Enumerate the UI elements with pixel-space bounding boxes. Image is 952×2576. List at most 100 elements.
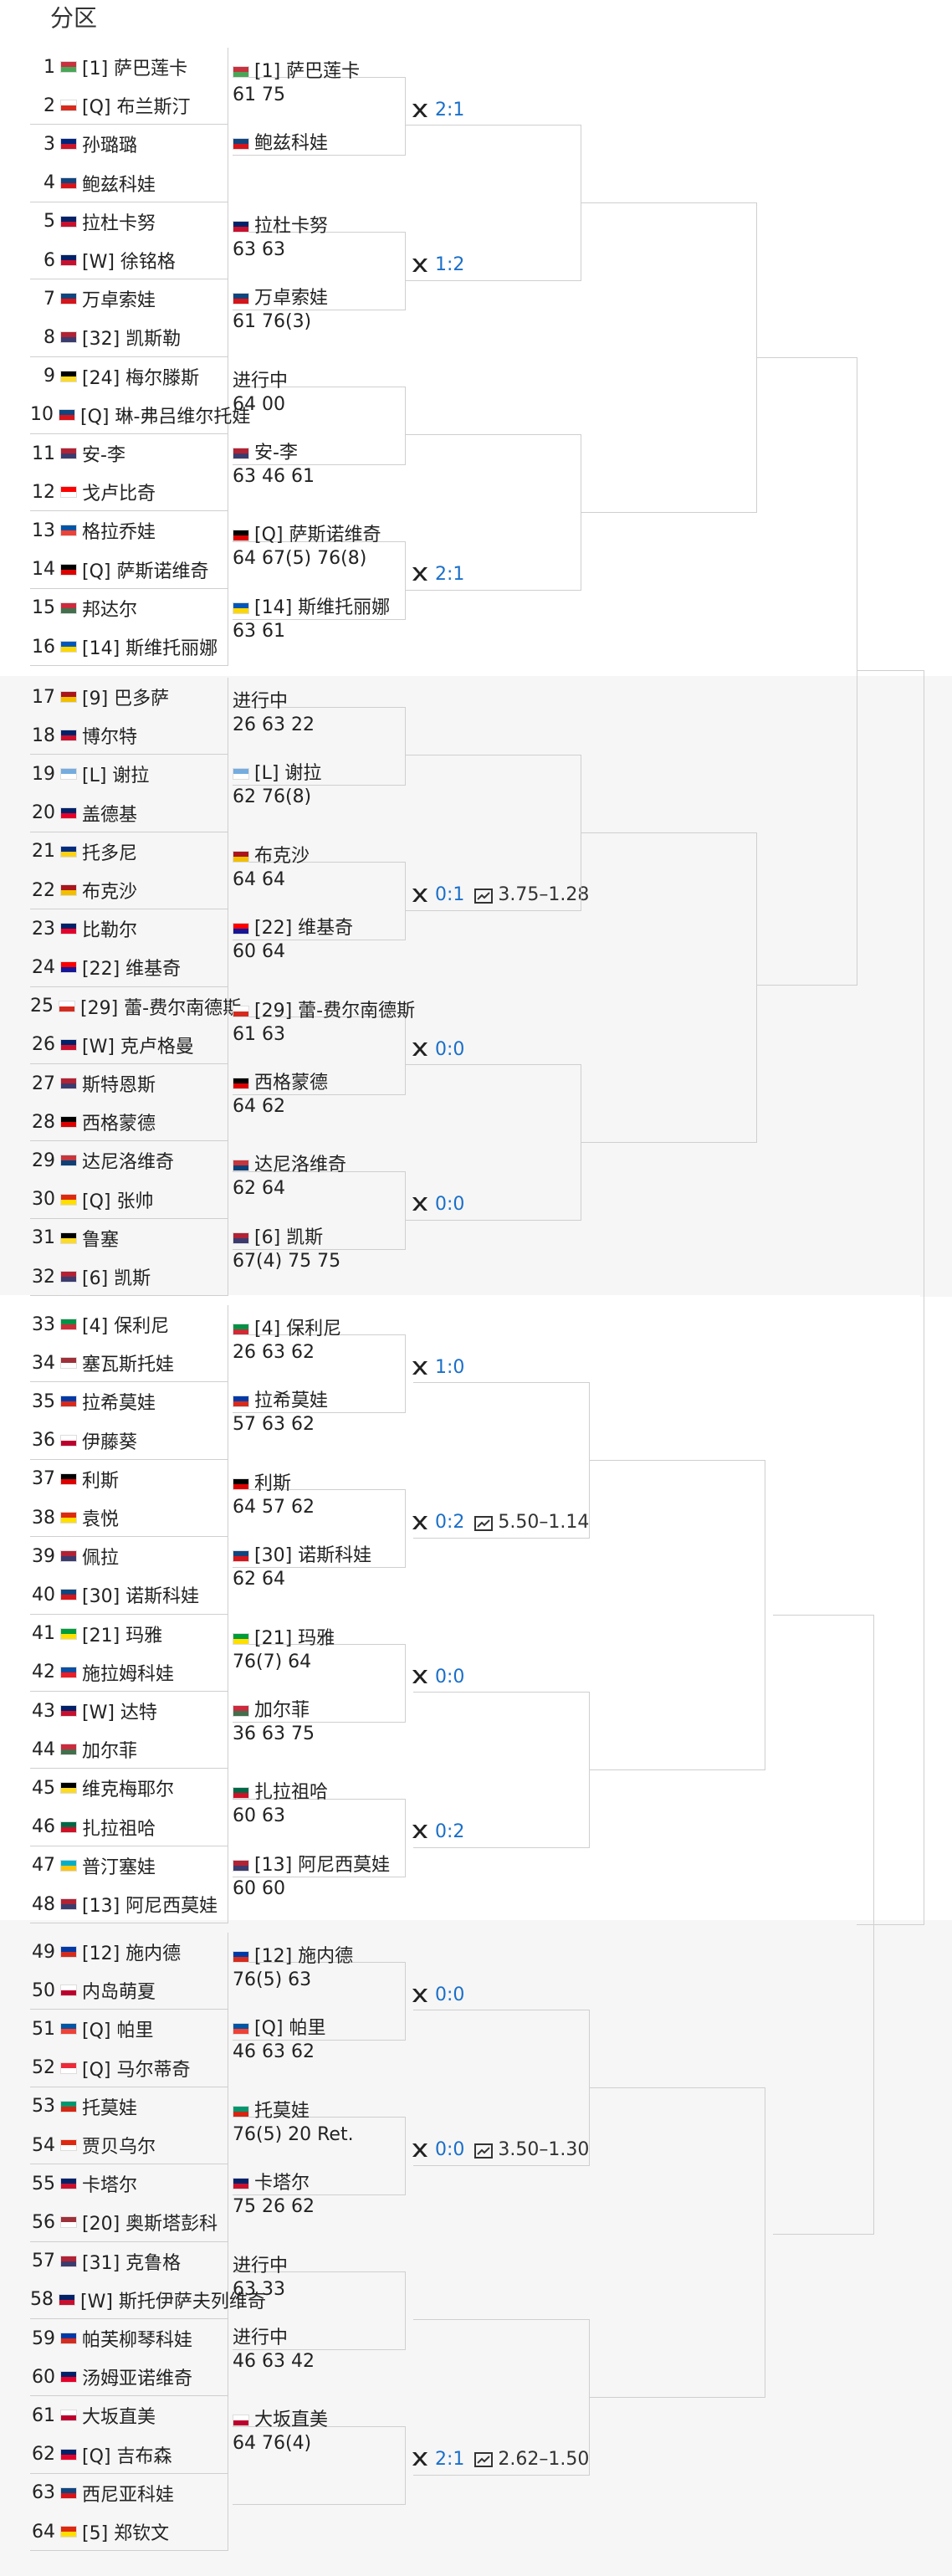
draw-row[interactable]: 33[4] 保利尼 — [30, 1305, 228, 1344]
h2h-link[interactable]: 1:0 — [410, 1357, 464, 1378]
draw-row[interactable]: 8[32] 凯斯勒 — [30, 318, 228, 356]
h2h-record[interactable]: 0:2 — [435, 1821, 465, 1842]
player-name[interactable]: [29] 蕾-费尔南德斯 — [254, 1000, 416, 1022]
draw-row[interactable]: 24[22] 维基奇 — [30, 948, 228, 986]
match-top-player[interactable]: [29] 蕾-费尔南德斯 — [233, 996, 415, 1022]
player-name[interactable]: 贾贝乌尔 — [82, 2137, 156, 2158]
match-bottom-player[interactable]: [22] 维基奇 — [233, 913, 353, 940]
player-name[interactable]: 进行中 — [233, 691, 289, 712]
player-name[interactable]: 袁悦 — [82, 1509, 120, 1530]
h2h-record[interactable]: 2:1 — [435, 100, 465, 121]
player-name[interactable]: 鲍兹科娃 — [254, 133, 329, 155]
draw-row[interactable]: 17[9] 巴多萨 — [30, 678, 228, 716]
player-name[interactable]: [12] 施内德 — [254, 1946, 354, 1967]
h2h-link[interactable]: 0:0 — [410, 1667, 464, 1687]
h2h-link[interactable]: 1:2 — [410, 254, 464, 275]
player-name[interactable]: 内岛萌夏 — [82, 1982, 156, 2004]
match-bottom-player[interactable]: [30] 诺斯科娃 — [233, 1540, 371, 1567]
match-top-player[interactable]: [1] 萨巴莲卡 — [233, 56, 360, 83]
match-bottom-player[interactable]: 万卓索娃 — [233, 283, 328, 310]
player-name[interactable]: [Q] 帕里 — [82, 2020, 154, 2042]
player-name[interactable]: [13] 阿尼西莫娃 — [82, 1896, 218, 1917]
match-top-player[interactable]: 拉杜卡努 — [233, 211, 328, 238]
player-name[interactable]: [32] 凯斯勒 — [82, 329, 182, 351]
player-name[interactable]: 鲍兹科娃 — [82, 174, 156, 196]
match-top-player[interactable]: 大坂直美 — [233, 2404, 328, 2431]
odds[interactable]: 3.75–1.28 — [474, 884, 589, 905]
draw-row[interactable]: 62[Q] 吉布森 — [30, 2435, 228, 2474]
h2h-record[interactable]: 1:2 — [435, 254, 465, 275]
draw-row[interactable]: 9[24] 梅尔滕斯 — [30, 357, 228, 396]
player-name[interactable]: 拉希莫娃 — [82, 1393, 156, 1415]
match-top-player[interactable]: 利斯 — [233, 1468, 291, 1495]
player-name[interactable]: 托多尼 — [82, 842, 138, 864]
player-name[interactable]: [Q] 萨斯诺维奇 — [254, 525, 381, 546]
player-name[interactable]: 普汀塞娃 — [82, 1856, 156, 1878]
player-name[interactable]: [Q] 帕里 — [254, 2018, 326, 2040]
player-name[interactable]: [14] 斯维托丽娜 — [82, 638, 218, 659]
draw-row[interactable]: 57[31] 克鲁格 — [30, 2242, 228, 2281]
player-name[interactable]: 扎拉祖哈 — [82, 1818, 156, 1840]
player-name[interactable]: 扎拉祖哈 — [254, 1782, 329, 1804]
match-top-player[interactable]: 托莫娃 — [233, 2096, 310, 2123]
draw-row[interactable]: 16[14] 斯维托丽娜 — [30, 627, 228, 666]
player-name[interactable]: [4] 保利尼 — [82, 1316, 170, 1337]
h2h-record[interactable]: 2:1 — [435, 563, 465, 585]
player-name[interactable]: 伊藤葵 — [82, 1431, 138, 1453]
player-name[interactable]: [12] 施内德 — [82, 1944, 182, 1964]
player-name[interactable]: [4] 保利尼 — [254, 1319, 342, 1339]
h2h-record[interactable]: 0:0 — [435, 2139, 465, 2160]
h2h-record[interactable]: 0:0 — [435, 1984, 465, 2006]
match-top-player[interactable]: 进行中 — [233, 366, 288, 392]
odds[interactable]: 3.50–1.30 — [474, 2139, 589, 2160]
player-name[interactable]: 托莫娃 — [82, 2097, 138, 2119]
draw-row[interactable]: 25[29] 蕾-费尔南德斯 — [30, 987, 241, 1026]
draw-row[interactable]: 19[L] 谢拉 — [30, 755, 228, 793]
player-name[interactable]: [22] 维基奇 — [254, 918, 354, 940]
draw-row[interactable]: 64[5] 郑钦文 — [30, 2512, 228, 2551]
draw-row[interactable]: 14[Q] 萨斯诺维奇 — [30, 551, 228, 589]
player-name[interactable]: 帕芙柳琴科娃 — [82, 2330, 193, 2351]
draw-row[interactable]: 41[21] 玛雅 — [30, 1615, 228, 1653]
match-top-player[interactable]: 进行中 — [233, 2251, 288, 2277]
odds[interactable]: 2.62–1.50 — [474, 2449, 589, 2470]
match-bottom-player[interactable]: [L] 谢拉 — [233, 758, 321, 785]
player-name[interactable]: [31] 克鲁格 — [82, 2252, 182, 2274]
match-bottom-player[interactable]: 西格蒙德 — [233, 1068, 328, 1094]
draw-row[interactable]: 1[1] 萨巴莲卡 — [30, 48, 228, 86]
player-name[interactable]: 加尔菲 — [254, 1700, 310, 1721]
draw-row[interactable]: 6[W] 徐铭格 — [30, 241, 228, 279]
player-name[interactable]: 拉杜卡努 — [82, 213, 156, 234]
player-name[interactable]: [6] 凯斯 — [82, 1268, 151, 1289]
draw-row[interactable]: 51[Q] 帕里 — [30, 2010, 228, 2048]
player-name[interactable]: 万卓索娃 — [254, 288, 329, 310]
player-name[interactable]: 布克沙 — [82, 882, 138, 903]
player-name[interactable]: 达尼洛维奇 — [254, 1155, 347, 1176]
h2h-link[interactable]: 0:0 3.50–1.30 — [410, 2139, 589, 2160]
player-name[interactable]: [L] 谢拉 — [254, 763, 322, 785]
draw-row[interactable]: 26[W] 克卢格曼 — [30, 1026, 228, 1064]
match-bottom-player[interactable]: 进行中 — [233, 2322, 288, 2349]
match-bottom-player[interactable]: [13] 阿尼西莫娃 — [233, 1850, 390, 1877]
player-name[interactable]: [20] 奥斯塔彭科 — [82, 2214, 218, 2235]
match-bottom-player[interactable]: [6] 凯斯 — [233, 1222, 323, 1249]
player-name[interactable]: [30] 诺斯科娃 — [254, 1545, 372, 1567]
match-top-player[interactable]: 布克沙 — [233, 841, 310, 868]
match-top-player[interactable]: [12] 施内德 — [233, 1941, 353, 1968]
match-top-player[interactable]: 扎拉祖哈 — [233, 1777, 328, 1804]
player-name[interactable]: 安-李 — [254, 443, 298, 463]
match-top-player[interactable]: [Q] 萨斯诺维奇 — [233, 520, 381, 546]
